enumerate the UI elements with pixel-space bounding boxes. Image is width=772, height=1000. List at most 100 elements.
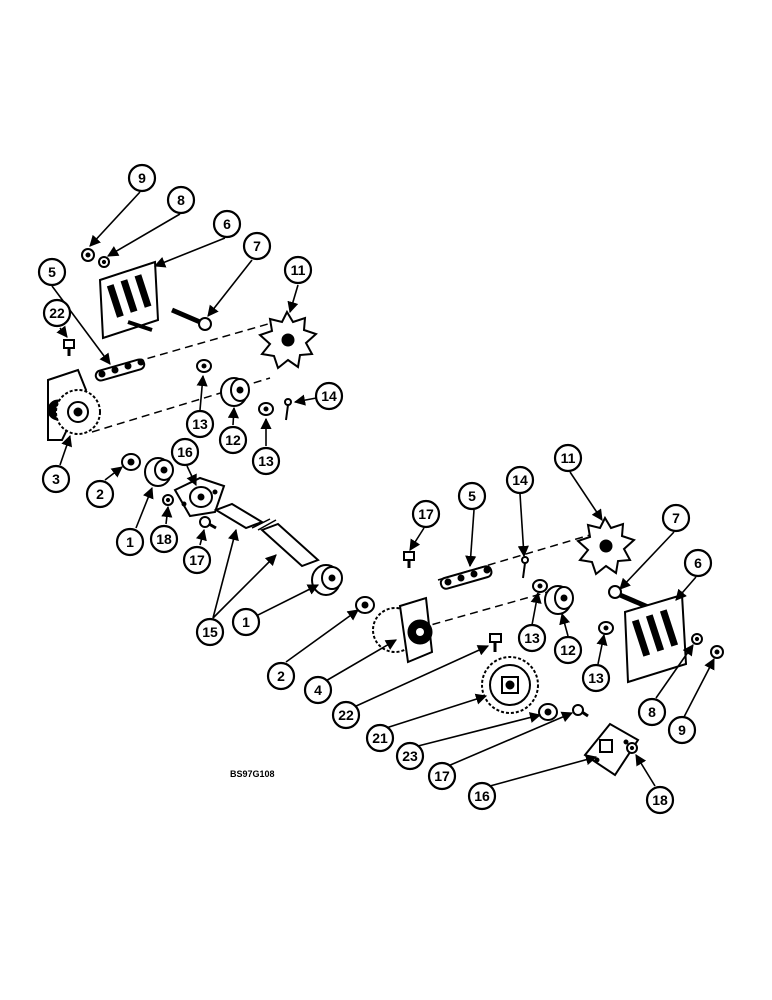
callout-number: 8 [177,192,185,208]
callout-number: 22 [49,305,65,321]
callout-number: 9 [138,170,146,186]
callout-17: 17 [411,499,441,529]
callout-circle [166,185,196,215]
callout-number: 13 [588,670,604,686]
callout-8: 8 [637,697,667,727]
callout-circle [331,700,361,730]
callout-circle [683,548,713,578]
callout-number: 5 [468,488,476,504]
callout-18: 18 [645,785,675,815]
callout-number: 1 [126,534,134,550]
idler-roller [544,585,574,615]
bearing [144,457,174,487]
callout-circle [467,781,497,811]
bearing [311,564,343,596]
callout-number: 22 [338,707,354,723]
callout-12: 12 [218,425,248,455]
callout-number: 23 [402,748,418,764]
callout-17: 17 [182,545,212,575]
idler-roller [220,377,250,407]
callout-number: 9 [678,722,686,738]
callout-number: 17 [189,552,205,568]
callout-13: 13 [251,446,281,476]
callout-16: 16 [170,437,200,467]
callout-9: 9 [127,163,157,193]
callout-number: 2 [277,668,285,684]
callout-circle [457,481,487,511]
hex-nut [81,248,95,262]
callout-number: 21 [372,730,388,746]
callout-circle [645,785,675,815]
lock-washer [691,633,703,645]
callout-number: 2 [96,486,104,502]
carriage-bolt [608,585,649,610]
callout-number: 6 [694,555,702,571]
flange-bolt [572,704,589,718]
callout-circle [505,465,535,495]
callout-13: 13 [517,623,547,653]
callout-number: 6 [223,216,231,232]
carriage-bolt [171,307,212,331]
callout-leaders [51,191,715,787]
flat-washer [532,579,548,593]
hex-bolt [489,633,502,652]
callout-5: 5 [457,481,487,511]
callout-circle [195,617,225,647]
spacer-bushing [538,703,558,721]
callout-number: 18 [156,531,172,547]
callout-circle [553,443,583,473]
callout-16: 16 [467,781,497,811]
callout-23: 23 [395,741,425,771]
callout-circle [212,209,242,239]
hex-nut [710,645,724,659]
idler-sprocket [258,309,318,370]
callout-8: 8 [166,185,196,215]
callout-1: 1 [115,527,145,557]
callout-circle [231,607,261,637]
callout-number: 16 [474,788,490,804]
cotter-pin [521,556,529,579]
callout-circle [127,163,157,193]
chain-path-line [91,377,271,433]
callout-circle [185,409,215,439]
callout-2: 2 [266,661,296,691]
roller-chain [439,565,493,590]
callout-number: 11 [291,262,306,278]
callout-circle [85,479,115,509]
callout-circle [667,715,697,745]
callout-number: 13 [192,416,208,432]
callout-12: 12 [553,635,583,665]
callout-number: 16 [177,444,193,460]
callout-number: 17 [434,768,450,784]
callout-number: 3 [52,471,60,487]
adjuster-plate [623,593,688,684]
bearing-flange [173,476,226,518]
callout-3: 3 [41,464,71,494]
flat-washer [258,402,274,416]
callout-7: 7 [661,503,691,533]
callout-7: 7 [242,231,272,261]
callout-number: 12 [225,432,241,448]
callout-2: 2 [85,479,115,509]
callout-22: 22 [42,298,72,328]
idler-sprocket [576,515,636,576]
roller-chain [94,358,146,382]
callout-number: 13 [524,630,540,646]
callout-6: 6 [683,548,713,578]
callout-circle [303,675,333,705]
cotter-pin [284,398,292,421]
callout-circle [41,464,71,494]
bearing-flange [583,722,640,777]
callout-circle [661,503,691,533]
callout-11: 11 [283,255,313,285]
callout-number: 11 [561,450,576,466]
callout-1: 1 [231,607,261,637]
callout-circle [170,437,200,467]
callout-5: 5 [37,257,67,287]
callout-circle [115,527,145,557]
hex-bolt [403,551,415,568]
flange-bolt [199,516,217,530]
drive-sprocket-housing [372,596,434,664]
callout-18: 18 [149,524,179,554]
callout-circle [395,741,425,771]
